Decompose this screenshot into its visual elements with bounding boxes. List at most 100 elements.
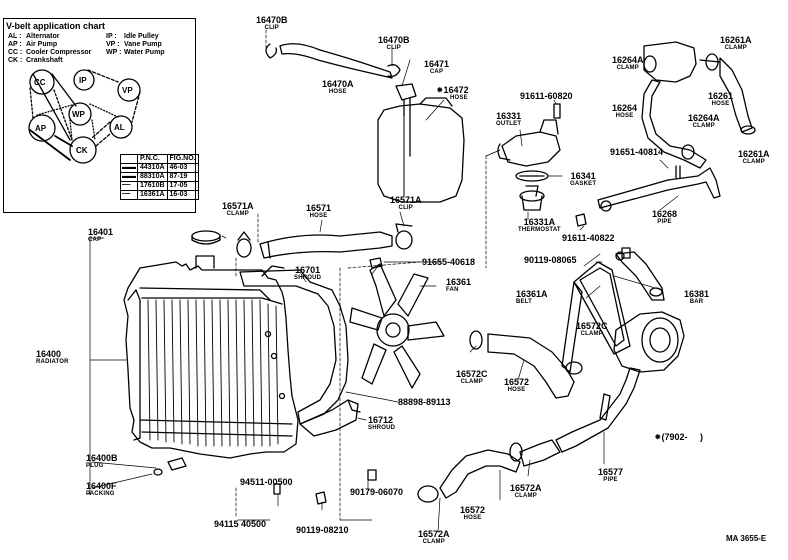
hose-clip-upper — [387, 64, 401, 78]
bypass-pipe — [597, 165, 721, 212]
part-label: 90119-08065 — [524, 255, 577, 265]
legend-item: AP :Air Pump — [8, 41, 58, 48]
pulley-label-wp: WP — [72, 110, 85, 119]
adjusting-bar — [615, 251, 665, 301]
upper-radiator-hose — [259, 231, 393, 259]
part-label: 94511-00500 — [240, 477, 293, 487]
production-date-note: ⁕(7902- ) — [654, 432, 704, 442]
fan-bolts — [369, 257, 383, 269]
water-outlet — [497, 119, 561, 167]
radiator — [123, 255, 299, 459]
vbelt-pulley-diagram — [28, 69, 141, 164]
part-label: 88898-89113 — [398, 397, 451, 407]
hose-clamp-left — [236, 231, 252, 258]
chart-title: V-belt application chart — [6, 21, 106, 31]
water-bypass-pipe — [555, 367, 641, 453]
diagram-reference-code: MA 3655-E — [726, 534, 767, 543]
chart-legend-right: IP :Idle Pulley VP :Vane Pump WP :Water … — [106, 33, 165, 57]
pulley-label-cc: CC — [34, 78, 46, 87]
shroud-bolt — [367, 469, 377, 481]
outlet-bolt-upper — [553, 103, 561, 119]
pulley-label-ap: AP — [35, 124, 47, 133]
part-label: 91611-40822 — [562, 233, 615, 243]
heater-hose-clamps — [643, 53, 756, 160]
cooling-fan — [349, 263, 445, 389]
lower-hose-middle — [469, 330, 583, 399]
radiator-cap — [191, 230, 221, 245]
pulley-label-ip: IP — [79, 76, 87, 85]
heater-hose-lower — [641, 79, 707, 169]
pnc-header: P.N.C. — [137, 154, 168, 164]
legend-item: IP :Idle Pulley — [106, 33, 159, 40]
legend-item: CK :Crankshaft — [8, 57, 63, 64]
chart-legend-left: AL :Alternator AP :Air Pump CC :Cooler C… — [8, 33, 91, 65]
reserve-tank — [377, 83, 465, 203]
outlet-bolt-lower — [575, 213, 587, 227]
heater-hose-upper — [643, 41, 753, 133]
drain-plug — [153, 457, 187, 476]
legend-item: VP :Vane Pump — [106, 41, 162, 48]
lower-radiator-hose — [417, 439, 561, 503]
fan-shroud-lower — [299, 399, 361, 437]
legend-item: AL :Alternator — [8, 33, 60, 40]
leader-lines — [87, 29, 679, 533]
thermostat-gasket — [515, 170, 549, 182]
part-label: 91655-40618 — [422, 257, 476, 267]
overflow-hose — [265, 43, 393, 79]
part-label: 90179-06070 — [350, 487, 404, 497]
pulley-label-al: AL — [114, 123, 125, 132]
part-label: 91611-60820 — [520, 91, 573, 101]
bar-bolt — [621, 247, 631, 259]
part-label: 91651-40814 — [610, 147, 664, 157]
pulley-label-vp: VP — [122, 86, 133, 95]
part-label: 90119-08210 — [296, 525, 349, 535]
legend-item: CC :Cooler Compressor — [8, 49, 92, 56]
hose-clip-right — [395, 223, 413, 250]
thermostat — [519, 185, 545, 211]
pulley-label-ck: CK — [76, 146, 88, 155]
water-inlet — [613, 311, 685, 373]
part-label: 94115 40500 — [214, 519, 267, 529]
fan-shroud-upper — [239, 269, 349, 425]
